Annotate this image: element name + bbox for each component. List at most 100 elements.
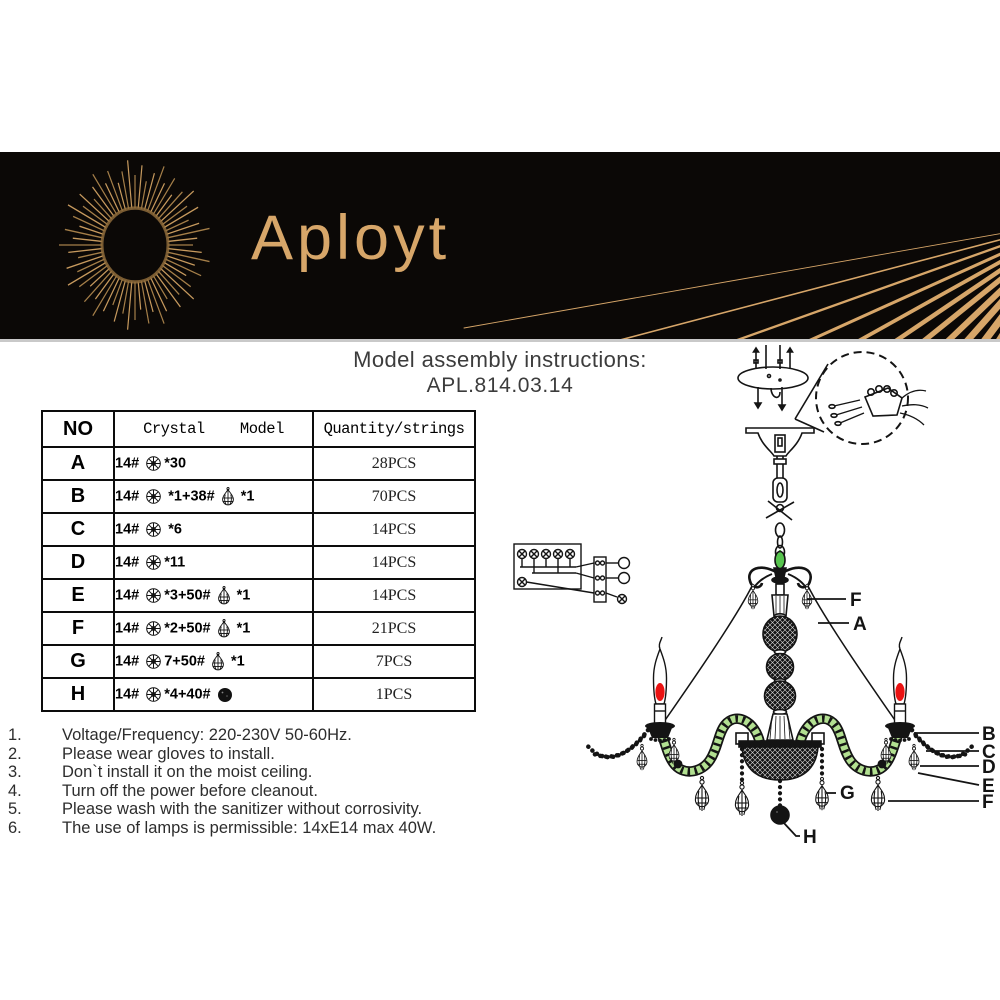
ball-finial <box>770 805 790 825</box>
top-bobeche <box>748 566 812 589</box>
quantity-cell: 21PCS <box>312 611 476 646</box>
bottom-bowl <box>735 732 825 781</box>
instruction-item: 1.Voltage/Frequency: 220-230V 50-60Hz. <box>8 726 538 745</box>
octagon-crystal-icon <box>146 654 162 669</box>
instruction-list: 1.Voltage/Frequency: 220-230V 50-60Hz.2.… <box>8 726 538 838</box>
crystal-model-cell: 14# *3+50# *1 <box>113 578 314 613</box>
quantity-cell: 14PCS <box>312 578 476 613</box>
crystal-model-cell: 14# *1+38# *1 <box>113 479 314 514</box>
title-line1: Model assembly instructions: <box>353 347 647 372</box>
instruction-text: Turn off the power before cleanout. <box>62 781 318 800</box>
center-column <box>762 583 798 741</box>
label-b: B <box>982 724 996 745</box>
octagon-crystal-icon <box>146 489 162 504</box>
brand-name: Aployt <box>251 203 451 273</box>
label-g: G <box>840 783 855 804</box>
label-f-bottom: F <box>982 792 994 813</box>
instruction-item: 4. Turn off the power before cleanout. <box>8 782 538 801</box>
label-e: E <box>982 776 995 797</box>
instruction-number: 3. <box>8 763 22 782</box>
page-title: Model assembly instructions: APL.814.03.… <box>0 347 1000 398</box>
ball-crystal-icon <box>217 687 232 702</box>
label-c: C <box>982 742 996 763</box>
crystal-model-cell: 14# *4+40# <box>113 677 314 712</box>
octagon-crystal-icon <box>146 456 162 471</box>
candle-left <box>644 636 676 744</box>
label-d: D <box>982 757 996 778</box>
crystal-model-cell: 14# *30 <box>113 446 314 481</box>
instruction-item: 3. Don`t install it on the moist ceiling. <box>8 763 538 782</box>
bead-swags <box>583 727 977 760</box>
corner-rays-icon <box>463 233 1000 339</box>
crystal-model-cell: 14# *6 <box>113 512 314 547</box>
header-no: NO <box>41 410 115 448</box>
instruction-text: Please wash with the sanitizer without c… <box>62 800 423 819</box>
quantity-cell: 7PCS <box>312 644 476 679</box>
label-f-top: F <box>850 590 862 611</box>
instruction-text: Don`t install it on the moist ceiling. <box>62 763 313 782</box>
quantity-cell: 14PCS <box>312 545 476 580</box>
drop-crystal-icon <box>217 586 230 605</box>
instruction-number: 4. <box>8 781 22 800</box>
table-header-row: NO Crystal Model Quantity/strings <box>41 410 476 448</box>
row-letter: G <box>41 644 115 679</box>
lamp-symbols <box>516 548 576 560</box>
instruction-number: 5. <box>8 800 22 819</box>
wiring-inset <box>794 351 929 445</box>
sunburst-logo-icon <box>59 160 210 330</box>
instruction-item: 2.Please wear gloves to install. <box>8 745 538 764</box>
label-leaders <box>782 598 980 837</box>
crystal-model-cell: 14# 7+50# *1 <box>113 644 314 679</box>
row-letter: C <box>41 512 115 547</box>
quantity-cell: 14PCS <box>312 512 476 547</box>
label-h: H <box>803 827 817 848</box>
mounting-plate <box>737 345 809 412</box>
candle-right <box>884 636 916 744</box>
instruction-item: 6.The use of lamps is permissible: 14xE1… <box>8 819 538 838</box>
quantity-cell: 28PCS <box>312 446 476 481</box>
wiring-diagram <box>513 543 631 605</box>
crystal-model-cell: 14# *2+50# *1 <box>113 611 314 646</box>
header-quantity: Quantity/strings <box>312 410 476 448</box>
octagon-crystal-icon <box>146 588 162 603</box>
ceiling-canopy <box>745 427 815 570</box>
drop-crystal-icon <box>221 487 234 506</box>
banner-artwork <box>59 160 1000 339</box>
bowl-pendants <box>739 746 825 825</box>
row-letter: F <box>41 611 115 646</box>
row-letter: H <box>41 677 115 712</box>
quantity-cell: 70PCS <box>312 479 476 514</box>
instruction-text: The use of lamps is permissible: 14xE14 … <box>62 818 437 837</box>
row-letter: A <box>41 446 115 481</box>
octagon-crystal-icon <box>146 522 162 537</box>
octagon-crystal-icon <box>146 621 162 636</box>
row-letter: B <box>41 479 115 514</box>
crystal-model-cell: 14# *11 <box>113 545 314 580</box>
header-model: Crystal Model <box>113 410 314 448</box>
model-number: APL.814.03.14 <box>426 374 574 397</box>
instruction-item: 5. Please wash with the sanitizer without… <box>8 800 538 819</box>
instruction-number: 1. <box>8 726 22 744</box>
green-bead <box>774 550 786 570</box>
chandelier-diagram: F A B C D E F G H <box>490 340 1000 880</box>
quantity-cell: 1PCS <box>312 677 476 712</box>
row-letter: D <box>41 545 115 580</box>
octagon-crystal-icon <box>146 555 162 570</box>
suspension-wire-left <box>660 585 753 727</box>
instruction-number: 2. <box>8 744 22 763</box>
drop-crystal-icon <box>217 619 230 638</box>
drop-crystal-icon <box>212 652 224 671</box>
brand-banner: Aployt <box>0 152 1000 342</box>
octagon-crystal-icon <box>146 687 162 702</box>
row-letter: E <box>41 578 115 613</box>
